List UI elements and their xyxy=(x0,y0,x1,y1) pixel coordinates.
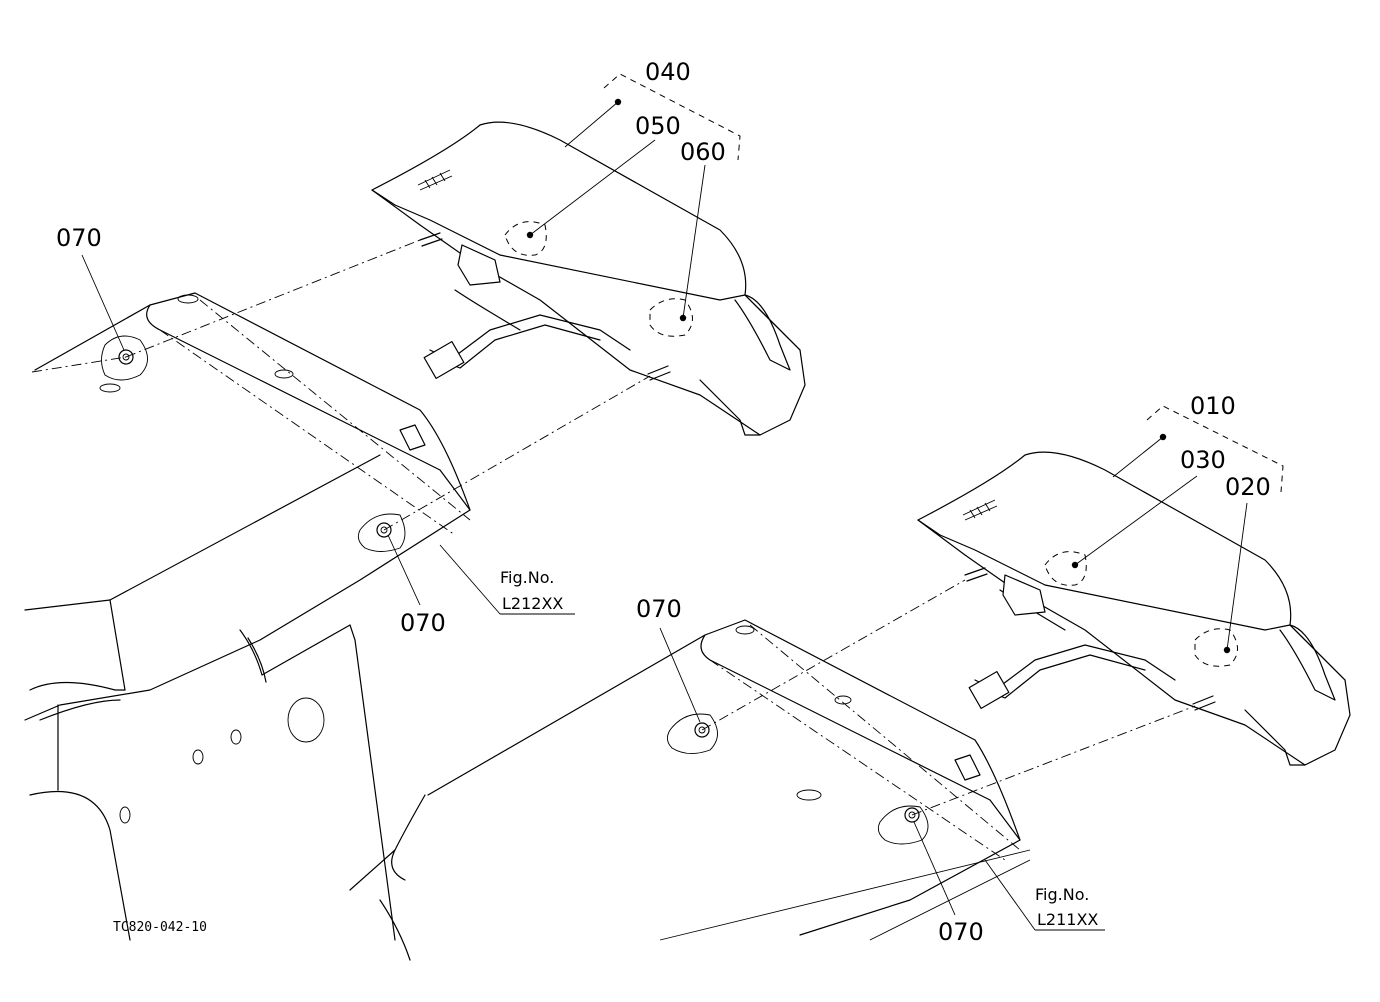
phantom-lines xyxy=(31,239,1196,941)
bracket-040 xyxy=(603,73,741,161)
callout-040: 040 xyxy=(645,58,691,86)
callout-070-left-mid: 070 xyxy=(400,609,446,637)
connector-left xyxy=(423,341,465,379)
callout-070-right-bottom: 070 xyxy=(938,918,984,946)
callout-010: 010 xyxy=(1190,392,1236,420)
callout-labels: 040 050 060 070 070 010 030 020 070 070 xyxy=(56,58,1271,946)
bracket-010 xyxy=(1146,405,1284,493)
right-lamp-housing xyxy=(917,451,1351,766)
fig-ref-left-label: Fig.No. xyxy=(500,568,554,587)
left-fender xyxy=(24,292,471,941)
figure-references: Fig.No. L212XX Fig.No. L211XX xyxy=(500,568,1098,929)
drawing-code: TC820-042-10 xyxy=(113,920,207,935)
right-fender xyxy=(349,619,1021,961)
fig-ref-right-number: L211XX xyxy=(1037,910,1098,929)
fig-ref-right-label: Fig.No. xyxy=(1035,885,1089,904)
callout-050: 050 xyxy=(635,112,681,140)
left-lamp-housing xyxy=(371,121,806,436)
callout-070-left-top: 070 xyxy=(56,224,102,252)
callout-070-right-top: 070 xyxy=(636,595,682,623)
connector-right xyxy=(968,671,1010,709)
leaders xyxy=(81,98,1248,931)
callout-060: 060 xyxy=(680,138,726,166)
callout-020: 020 xyxy=(1225,473,1271,501)
callout-030: 030 xyxy=(1180,446,1226,474)
round-hole xyxy=(287,697,325,743)
fig-ref-left-number: L212XX xyxy=(502,594,563,613)
